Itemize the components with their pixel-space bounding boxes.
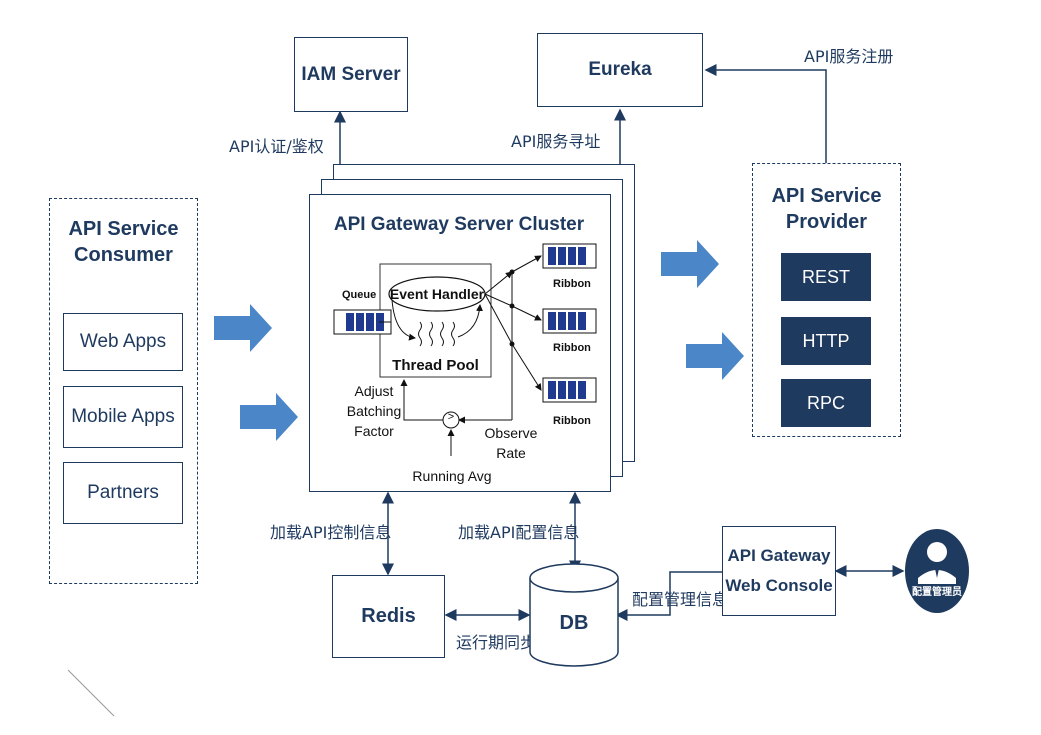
consumer-panel [49, 198, 198, 584]
flow-arrow-provider-1 [661, 240, 719, 288]
consumer-title: API Service Consumer [68, 218, 179, 266]
admin-label: 配置管理员 [912, 587, 962, 598]
db-cylinder [529, 563, 619, 667]
provider-rest-label: REST [801, 266, 850, 287]
adjust-batching-label: Adjust Batching Factor [346, 383, 402, 439]
redis-label: Redis [361, 605, 416, 627]
ribbon-1 [542, 243, 597, 269]
iam-server-node: IAM Server [294, 37, 408, 112]
redis-node: Redis [332, 575, 445, 658]
loop-arrow-left [391, 299, 416, 341]
provider-rpc: RPC [781, 379, 871, 427]
comparator-symbol: > [447, 411, 455, 423]
edge-label-register: API服务注册 [804, 47, 894, 66]
flow-arrow-provider-2 [686, 332, 744, 380]
edge-label-load-control: 加载API控制信息 [270, 523, 392, 542]
provider-http: HTTP [781, 317, 871, 365]
eureka-label: Eureka [588, 59, 652, 80]
provider-http-label: HTTP [802, 330, 850, 351]
provider-rest: REST [781, 253, 871, 301]
decorative-diagonal [67, 669, 115, 717]
eureka-node: Eureka [537, 33, 703, 107]
feedback-arrow [400, 379, 443, 421]
ribbon-label-2: Ribbon [553, 342, 591, 354]
edge-label-load-config: 加载API配置信息 [458, 523, 580, 542]
queue-label: Queue [342, 289, 377, 301]
consumer-mobile-apps-label: Mobile Apps [71, 406, 175, 427]
ribbon-label-1: Ribbon [553, 278, 591, 290]
flow-arrow-consumer-2 [240, 393, 298, 441]
web-console-label: API Gateway Web Console [725, 546, 833, 595]
edge-label-auth: API认证/鉴权 [229, 137, 324, 156]
consumer-web-apps-label: Web Apps [79, 331, 167, 352]
consumer-partners: Partners [63, 462, 183, 524]
edge-console-db [615, 571, 722, 621]
ribbon-2 [542, 308, 597, 334]
edge-label-config-mgmt: 配置管理信息 [632, 590, 729, 609]
consumer-web-apps: Web Apps [63, 313, 183, 371]
iam-server-label: IAM Server [301, 63, 401, 85]
edge-label-runtime-sync: 运行期同步 [456, 633, 537, 652]
ribbon-label-3: Ribbon [553, 415, 591, 427]
event-handler-label: Event Handler [389, 286, 485, 302]
flow-arrow-consumer-1 [214, 304, 272, 352]
loop-arrow-right [457, 304, 484, 338]
ribbon-3 [542, 377, 597, 403]
admin-avatar-icon [905, 529, 969, 613]
thread-pool-label: Thread Pool [392, 357, 479, 374]
provider-panel [752, 163, 901, 437]
edge-label-discovery: API服务寻址 [511, 132, 601, 151]
running-avg-label: Running Avg [412, 468, 492, 484]
edge-provider-eureka [704, 64, 827, 163]
consumer-partners-label: Partners [87, 482, 159, 503]
consumer-mobile-apps: Mobile Apps [63, 386, 183, 448]
provider-title: API Service Provider [771, 185, 882, 233]
thread-squiggles [418, 321, 455, 347]
web-console-node: API Gateway Web Console [722, 526, 836, 616]
observe-rate-label: Observe Rate [484, 425, 538, 461]
db-label: DB [559, 612, 589, 634]
cluster-title: API Gateway Server Cluster [333, 214, 585, 235]
provider-rpc-label: RPC [806, 392, 845, 413]
